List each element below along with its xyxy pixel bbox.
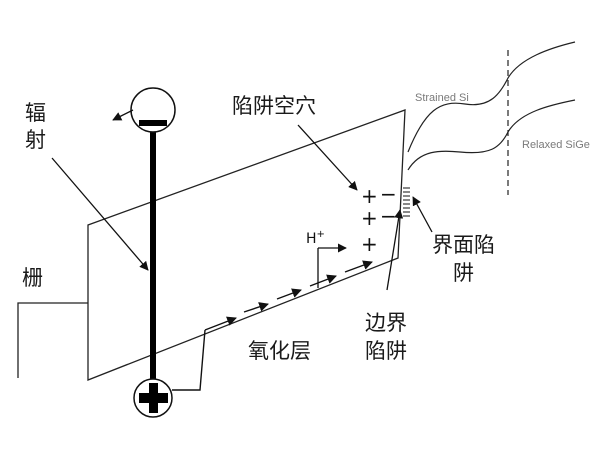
oxide-label: 氧化层 xyxy=(248,339,311,363)
trapped-charges: + + + − − xyxy=(361,182,397,256)
trap-plus-3: + xyxy=(361,232,378,256)
radiation-label-line2: 射 xyxy=(25,128,46,152)
oxide-layer-outline xyxy=(87,109,406,381)
hole-icon xyxy=(133,378,173,418)
trap-plus-1: + xyxy=(361,184,378,208)
electron-icon xyxy=(130,87,176,133)
border-trap-label-line2: 陷阱 xyxy=(365,339,407,363)
interface-trap-label-line2: 阱 xyxy=(453,261,474,285)
gate-label: 栅 xyxy=(22,266,43,290)
hole-transport-path xyxy=(172,260,373,391)
electron-escape-arrow xyxy=(112,109,134,121)
trap-hole-pointer xyxy=(297,124,358,191)
interface-trap-label-line1: 界面陷 xyxy=(432,233,495,257)
proton-label: H+ xyxy=(306,229,325,247)
interface-trap-hatch xyxy=(403,187,410,217)
relaxed-sige-curve xyxy=(407,99,576,171)
border-trap-label-line1: 边界 xyxy=(365,311,407,335)
relaxed-sige-label: Relaxed SiGe xyxy=(522,139,590,151)
trap-minus-1: − xyxy=(380,182,397,206)
trap-minus-2: − xyxy=(380,204,397,228)
strained-si-curve xyxy=(407,41,576,153)
strained-si-label: Strained Si xyxy=(415,92,469,104)
gate-contact-line xyxy=(17,302,88,378)
radiation-pointer xyxy=(51,157,149,271)
border-trap-pointer xyxy=(386,209,404,291)
radiation-label-line1: 辐 xyxy=(25,101,46,125)
trap-plus-2: + xyxy=(361,206,378,230)
trap-hole-label: 陷阱空穴 xyxy=(232,94,316,118)
interface-trap-pointer xyxy=(412,196,433,233)
